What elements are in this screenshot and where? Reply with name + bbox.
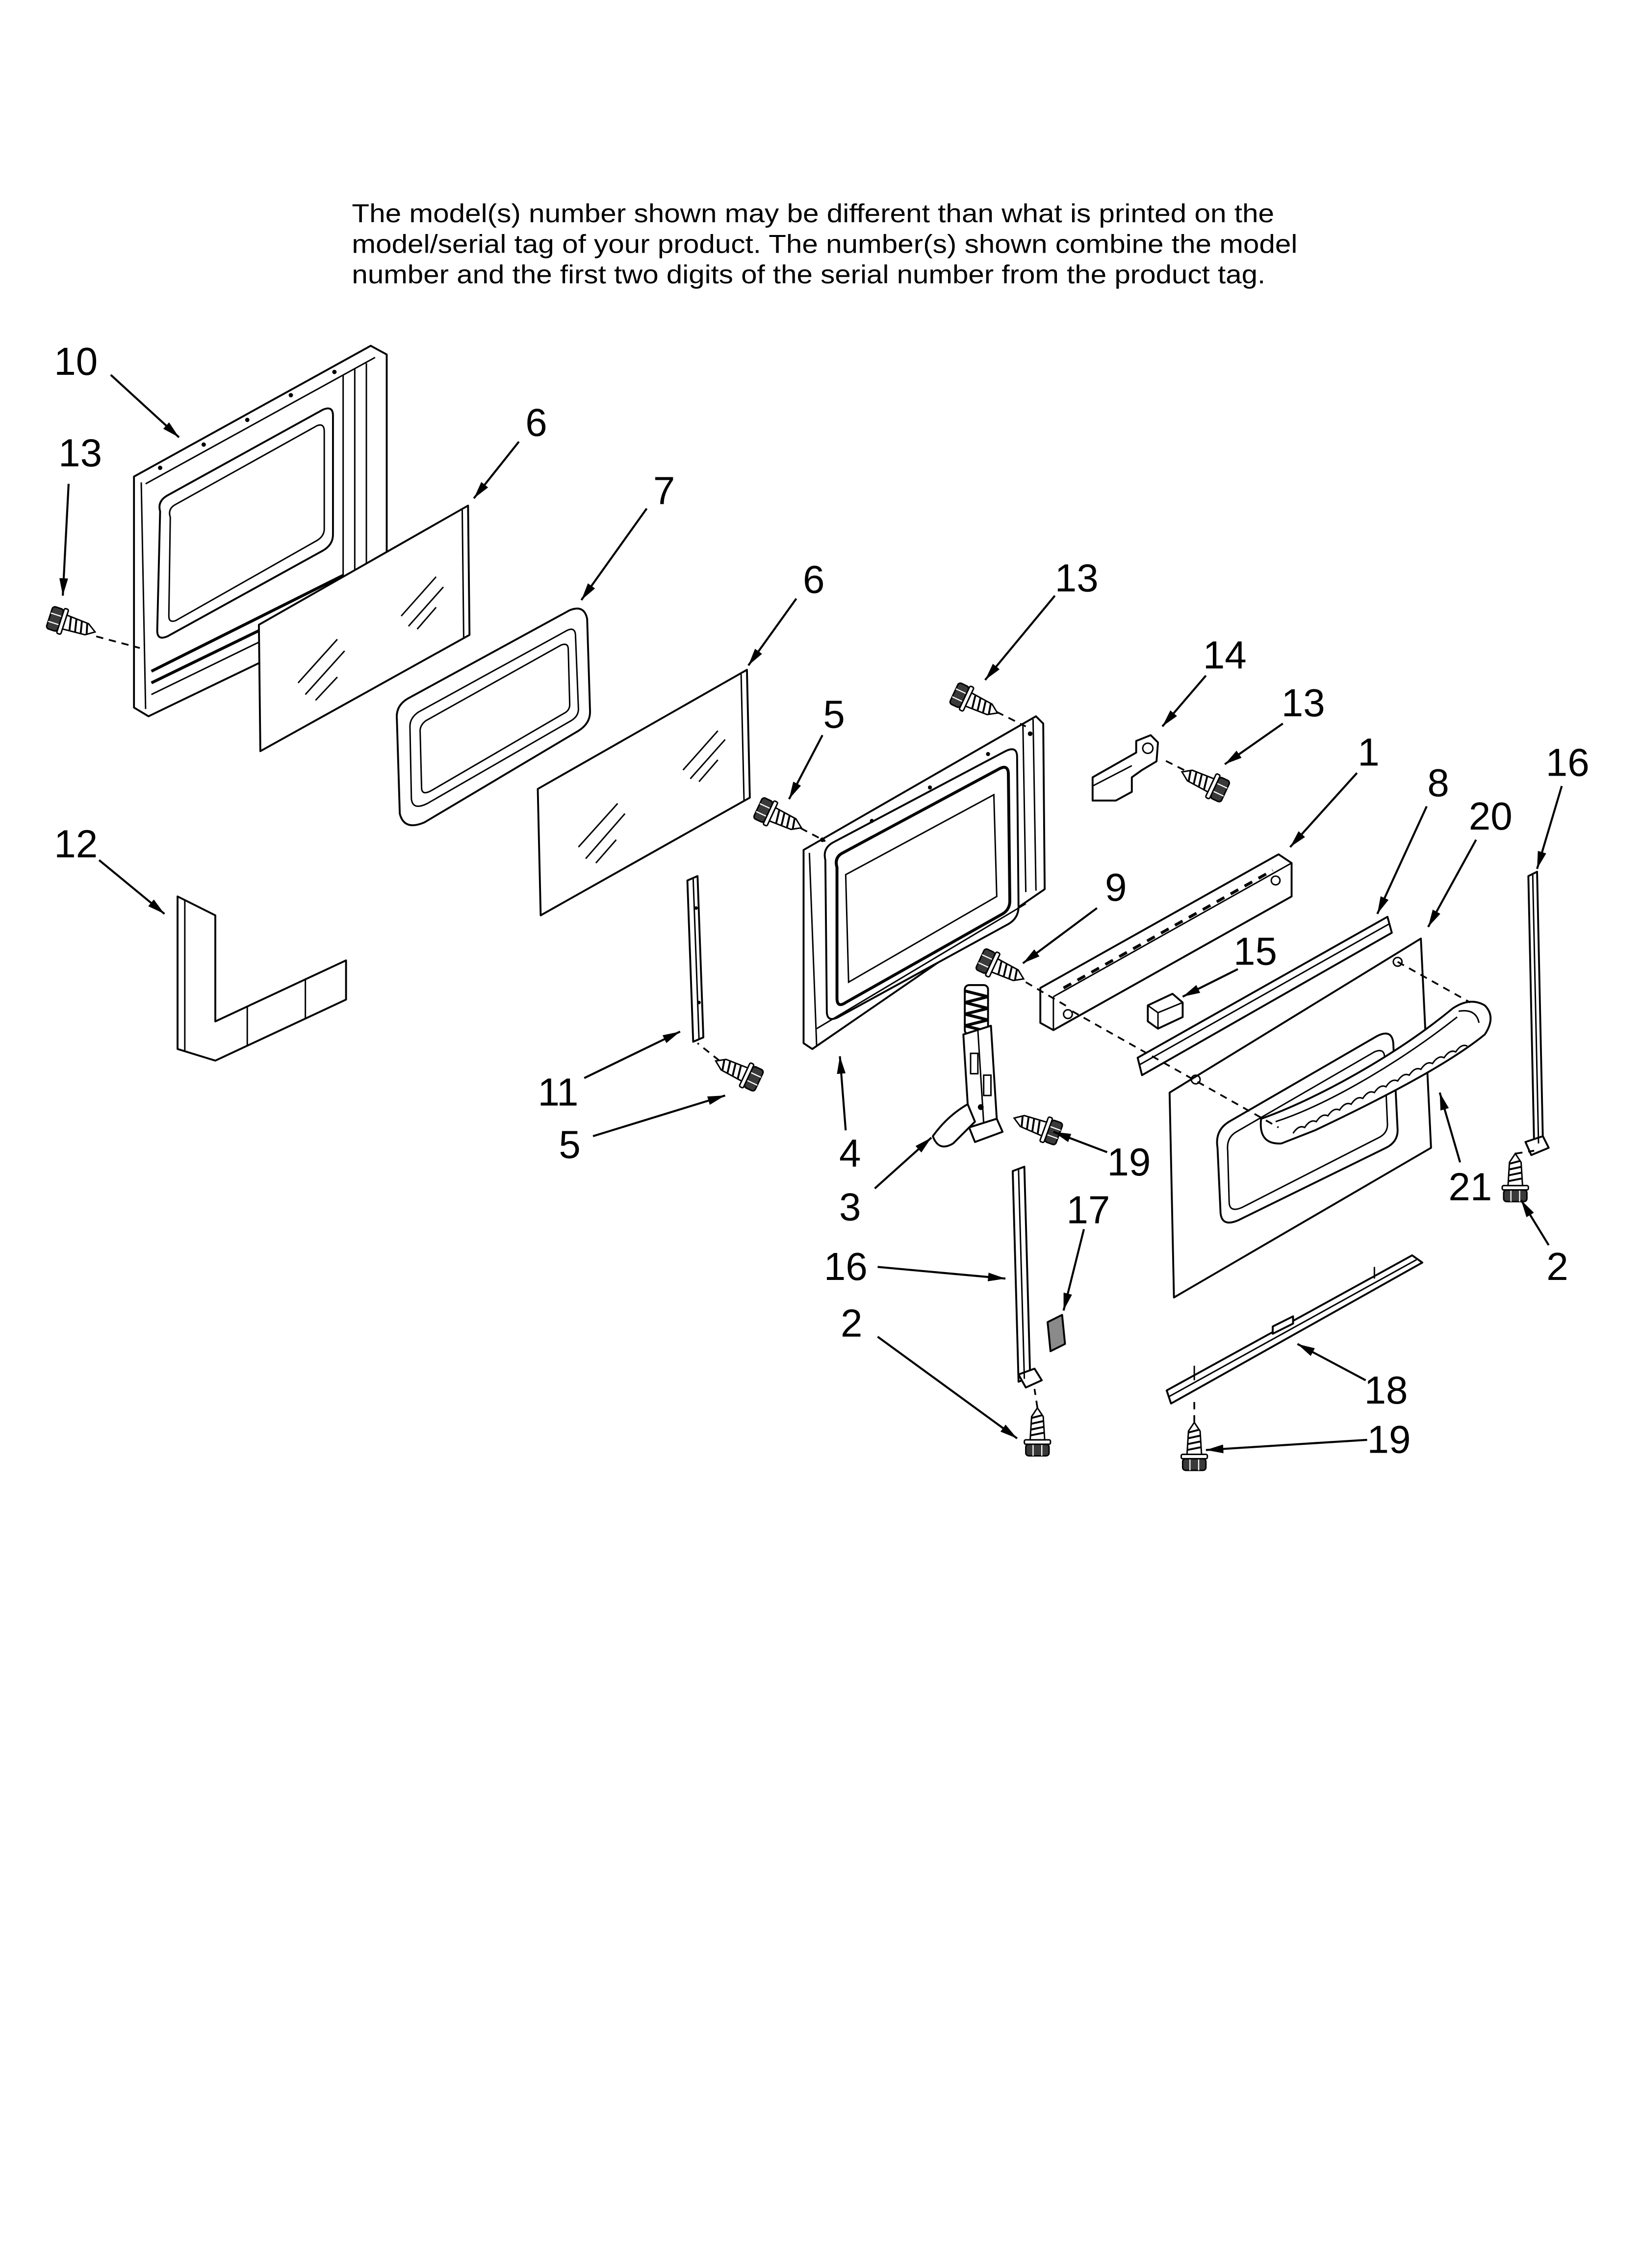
leader-arrow-12 bbox=[98, 859, 165, 915]
leader-arrow-8 bbox=[1376, 806, 1428, 914]
note-line-1: The model(s) number shown may be differe… bbox=[352, 199, 1274, 228]
hinge-part-3 bbox=[932, 984, 1004, 1147]
callout-8: 8 bbox=[1427, 761, 1449, 805]
callout-16-a: 16 bbox=[1546, 740, 1590, 784]
leader-arrow-13-a bbox=[59, 484, 70, 596]
screw-part-2-right bbox=[1501, 1152, 1530, 1203]
callout-12: 12 bbox=[54, 822, 98, 865]
leader-arrow-6-b bbox=[747, 598, 797, 666]
screw-part-13-bracket bbox=[1175, 759, 1232, 805]
pad-part-15 bbox=[1147, 992, 1184, 1030]
leader-arrow-13-b bbox=[984, 595, 1056, 681]
leader-arrow-20 bbox=[1427, 839, 1477, 928]
callout-15: 15 bbox=[1233, 929, 1277, 973]
glass-panel-part-6-lower bbox=[537, 669, 751, 916]
callout-17: 17 bbox=[1066, 1188, 1110, 1232]
model-number-note: The model(s) number shown may be differe… bbox=[352, 199, 1297, 289]
leader-arrow-3 bbox=[874, 1137, 932, 1190]
note-line-2: model/serial tag of your product. The nu… bbox=[352, 230, 1297, 259]
leader-arrow-15 bbox=[1182, 968, 1238, 998]
leader-arrow-7 bbox=[580, 508, 648, 601]
insulation-part-12 bbox=[177, 895, 347, 1062]
callout-1: 1 bbox=[1358, 730, 1379, 774]
callout-4: 4 bbox=[839, 1131, 861, 1175]
leader-arrow-14 bbox=[1161, 675, 1207, 728]
callout-19-a: 19 bbox=[1107, 1140, 1151, 1184]
alignment-lines bbox=[96, 635, 1535, 1423]
leader-arrow-19-b bbox=[1206, 1438, 1367, 1454]
callout-13-c: 13 bbox=[1282, 681, 1325, 725]
glass-frame-part-7 bbox=[396, 607, 591, 827]
callout-5-b: 5 bbox=[559, 1122, 580, 1166]
leader-arrows bbox=[59, 374, 1563, 1454]
bracket-part-14 bbox=[1091, 734, 1159, 802]
callout-5-a: 5 bbox=[823, 693, 845, 736]
leader-arrow-21 bbox=[1438, 1092, 1462, 1163]
leader-arrow-17 bbox=[1062, 1228, 1085, 1311]
side-trim-part-16-left bbox=[1012, 1166, 1043, 1389]
callout-13-b: 13 bbox=[1055, 556, 1099, 600]
screw-part-13-door bbox=[948, 680, 1004, 726]
pad-part-17 bbox=[1047, 1314, 1066, 1353]
callout-13-a: 13 bbox=[58, 431, 102, 475]
side-trim-part-16-right bbox=[1524, 871, 1550, 1156]
callout-labels: 10 13 6 7 6 13 5 14 13 1 16 12 8 20 9 15… bbox=[54, 339, 1589, 1461]
glass-panel-part-6-upper bbox=[257, 504, 471, 753]
leader-arrow-4 bbox=[837, 1056, 847, 1131]
leader-arrow-13-c bbox=[1224, 723, 1283, 765]
callout-2-b: 2 bbox=[841, 1302, 862, 1345]
screw-part-5-lower bbox=[709, 1048, 766, 1095]
callout-7: 7 bbox=[653, 469, 675, 513]
leader-arrow-2-b bbox=[877, 1335, 1018, 1439]
callout-3: 3 bbox=[839, 1185, 861, 1229]
callout-6-b: 6 bbox=[803, 557, 824, 601]
callout-6-a: 6 bbox=[525, 400, 547, 444]
callout-18: 18 bbox=[1364, 1368, 1408, 1412]
leader-arrow-9 bbox=[1022, 907, 1098, 965]
leader-arrow-6-a bbox=[473, 441, 520, 499]
leader-arrow-16-a bbox=[1536, 785, 1563, 869]
screw-part-19-bottom bbox=[1180, 1421, 1208, 1472]
leader-arrow-18 bbox=[1297, 1343, 1366, 1382]
callout-21: 21 bbox=[1448, 1165, 1492, 1208]
leader-arrow-5-b bbox=[592, 1095, 726, 1137]
screw-part-5-upper bbox=[751, 795, 808, 841]
trim-strip-part-8 bbox=[1136, 915, 1393, 1076]
inner-door-part-4 bbox=[802, 715, 1046, 1050]
screw-part-2-left bbox=[1023, 1407, 1052, 1457]
vent-bracket-part-1 bbox=[1039, 853, 1293, 1031]
callout-20: 20 bbox=[1469, 794, 1513, 838]
bottom-trim-part-18 bbox=[1165, 1254, 1424, 1405]
callout-14: 14 bbox=[1203, 633, 1247, 677]
callout-16-b: 16 bbox=[824, 1245, 868, 1288]
hinge-channel-part-11 bbox=[686, 875, 705, 1043]
door-handle-part-21 bbox=[1259, 1000, 1492, 1145]
screw-part-13-left bbox=[44, 603, 101, 646]
callout-10: 10 bbox=[54, 339, 98, 383]
leader-arrow-16-b bbox=[877, 1266, 1006, 1281]
screw-part-19-hinge bbox=[1008, 1105, 1065, 1148]
leader-arrow-11 bbox=[584, 1030, 681, 1079]
callout-19-b: 19 bbox=[1367, 1418, 1411, 1461]
leader-arrow-1 bbox=[1289, 772, 1358, 848]
leader-arrow-2-a bbox=[1520, 1199, 1550, 1246]
callout-11: 11 bbox=[538, 1070, 578, 1114]
leader-arrow-19-a bbox=[1053, 1131, 1108, 1153]
callout-9: 9 bbox=[1105, 865, 1127, 909]
leader-arrow-10 bbox=[110, 374, 180, 438]
callout-2-a: 2 bbox=[1546, 1245, 1568, 1288]
leader-arrow-5-a bbox=[788, 734, 823, 800]
note-line-3: number and the first two digits of the s… bbox=[352, 261, 1265, 289]
